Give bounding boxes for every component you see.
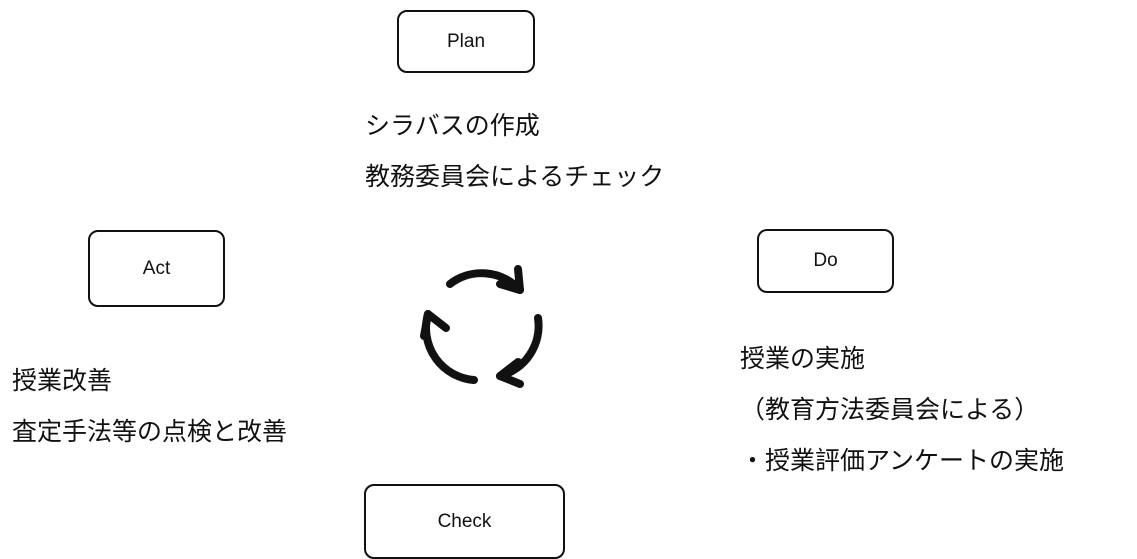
plan-box: Plan bbox=[397, 10, 535, 73]
do-note-1: 授業の実施 bbox=[740, 344, 866, 373]
act-label: Act bbox=[142, 257, 171, 279]
act-note-1: 授業改善 bbox=[12, 366, 113, 395]
do-notes: 授業の実施 （教育方法委員会による） ・授業評価アンケートの実施 bbox=[740, 333, 1064, 486]
act-notes: 授業改善 査定手法等の点検と改善 bbox=[12, 355, 287, 457]
plan-notes: シラバスの作成 教務委員会によるチェック bbox=[365, 100, 664, 202]
cycle-arrows-icon bbox=[420, 265, 543, 388]
plan-label: Plan bbox=[446, 30, 486, 52]
act-box: Act bbox=[88, 230, 225, 307]
act-note-2: 査定手法等の点検と改善 bbox=[12, 417, 288, 446]
plan-note-2: 教務委員会によるチェック bbox=[365, 162, 665, 191]
do-note-2: （教育方法委員会による） bbox=[740, 395, 1040, 424]
do-box: Do bbox=[757, 229, 894, 293]
do-label: Do bbox=[813, 250, 838, 271]
check-box: Check bbox=[364, 484, 565, 559]
check-label: Check bbox=[437, 510, 492, 532]
do-note-3: ・授業評価アンケートの実施 bbox=[740, 446, 1065, 475]
plan-note-1: シラバスの作成 bbox=[365, 111, 540, 140]
